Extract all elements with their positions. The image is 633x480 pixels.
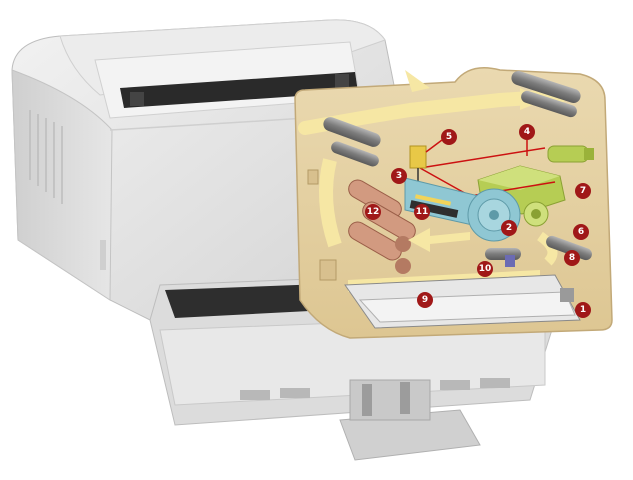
svg-text:1: 1 xyxy=(580,305,586,315)
front-indicator xyxy=(100,240,106,270)
callout-badge-5: 5 xyxy=(425,129,457,153)
paper-output-slot xyxy=(120,72,358,108)
callout-badge-2: 2 xyxy=(501,220,517,236)
paper-path-top xyxy=(298,89,567,135)
callout-badge-1: 1 xyxy=(575,302,591,318)
transfer-roller xyxy=(485,248,521,267)
callout-badge-4: 4 xyxy=(519,124,535,156)
paper-path-middle xyxy=(408,228,470,252)
svg-text:5: 5 xyxy=(446,132,452,142)
svg-text:8: 8 xyxy=(569,253,575,263)
side-vent xyxy=(29,110,63,204)
top-right-roller xyxy=(511,71,581,103)
callout-badge-7: 7 xyxy=(575,183,591,199)
svg-text:11: 11 xyxy=(416,207,429,217)
callout-badge-6: 6 xyxy=(573,224,589,240)
svg-text:2: 2 xyxy=(506,223,512,233)
svg-text:9: 9 xyxy=(422,295,428,305)
svg-text:10: 10 xyxy=(479,264,492,274)
cutaway-panel xyxy=(294,67,613,339)
callout-badge-9: 9 xyxy=(417,292,433,308)
svg-text:7: 7 xyxy=(580,186,586,196)
callout-badge-12: 12 xyxy=(365,204,381,220)
pickup-roller xyxy=(546,235,592,261)
paper-path-left xyxy=(319,158,342,248)
svg-text:6: 6 xyxy=(578,227,584,237)
callout-badge-8: 8 xyxy=(564,250,580,266)
svg-text:3: 3 xyxy=(396,171,402,181)
scanning-mirror xyxy=(409,145,427,169)
callouts: 1 2 3 4 5 6 7 8 xyxy=(365,124,591,318)
callout-badge-10: 10 xyxy=(477,261,493,277)
svg-text:12: 12 xyxy=(367,207,380,217)
callout-badge-3: 3 xyxy=(391,168,407,184)
top-left-roller xyxy=(323,117,381,147)
svg-text:4: 4 xyxy=(524,127,530,137)
callout-badge-11: 11 xyxy=(414,204,430,220)
